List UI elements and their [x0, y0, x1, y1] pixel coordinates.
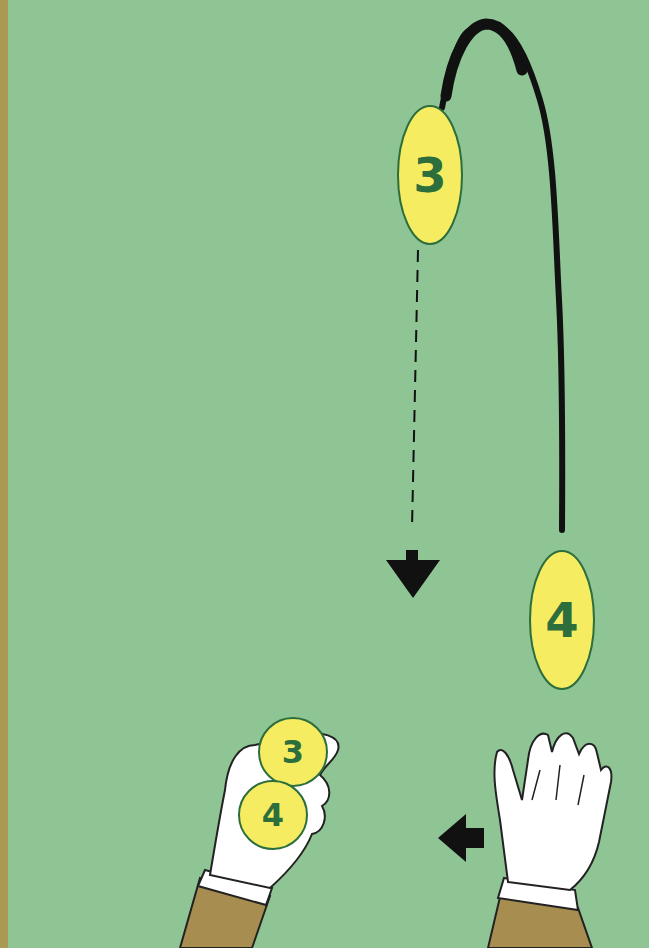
ball-number: 4 — [262, 799, 284, 831]
finger-lines — [532, 765, 584, 805]
right-hand — [494, 733, 611, 890]
ball-in-air: 3 — [397, 105, 463, 245]
left-border-strip — [0, 0, 8, 948]
ball-in-hand: 3 — [258, 717, 328, 787]
ball — [259, 718, 327, 786]
arrow-stem — [464, 828, 484, 848]
ball — [398, 106, 462, 244]
ball — [239, 781, 307, 849]
ball-thrown: 4 — [529, 550, 595, 690]
down-arrow — [386, 560, 440, 598]
throw-arc — [442, 25, 562, 530]
ball — [530, 551, 594, 689]
ball-number: 3 — [282, 736, 304, 768]
ball-in-hand: 4 — [238, 780, 308, 850]
falling-path — [412, 250, 418, 528]
ball-number: 3 — [413, 151, 446, 199]
ball-number: 4 — [545, 596, 578, 644]
left-arrow — [438, 814, 466, 862]
